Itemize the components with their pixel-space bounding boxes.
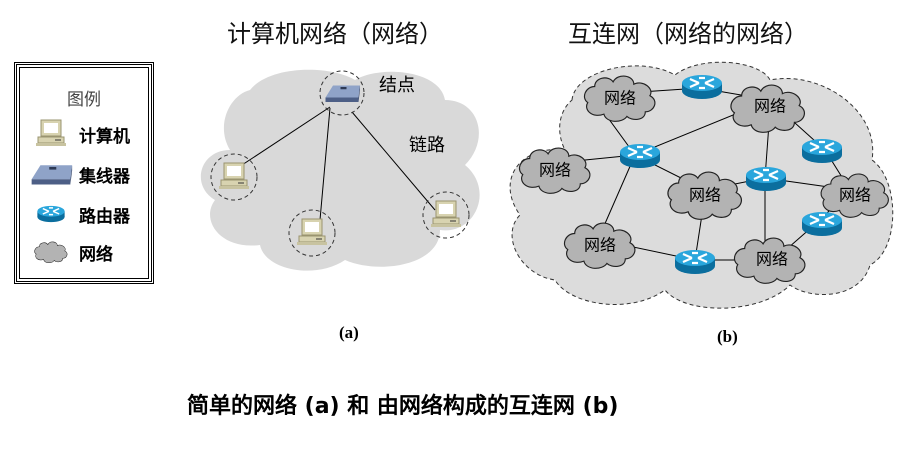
node-label: 结点	[379, 75, 415, 96]
legend-label: 集线器	[79, 166, 130, 187]
link-right	[351, 111, 436, 211]
legend-item-computer: 计算机	[29, 119, 130, 149]
hub-icon	[29, 159, 73, 189]
router-icon	[29, 199, 73, 229]
network-label: 网络	[839, 186, 871, 205]
legend-label: 路由器	[79, 206, 130, 227]
network-label: 网络	[604, 89, 636, 108]
hub-node	[319, 70, 365, 116]
router-icon	[618, 142, 662, 170]
network-label: 网络	[689, 186, 721, 205]
sublabel-a: (a)	[339, 323, 359, 342]
router-icon	[744, 165, 788, 193]
router-icon	[800, 210, 844, 238]
legend-item-router: 路由器	[29, 199, 130, 229]
computer-icon	[29, 119, 73, 149]
diagram-a: 结点 链路	[200, 69, 480, 271]
router-icon	[680, 73, 724, 101]
link-middle	[319, 107, 331, 221]
legend-label: 计算机	[79, 126, 130, 147]
network-label: 网络	[539, 161, 571, 180]
legend-item-hub: 集线器	[29, 159, 130, 189]
computer-right	[422, 191, 470, 239]
right-diagram-title: 互连网（网络的网络）	[568, 20, 808, 48]
network-label: 网络	[754, 97, 786, 116]
router-icon	[800, 137, 844, 165]
computer-left	[210, 153, 258, 201]
legend: 图例 计算机 集线器 路由器 网络	[14, 62, 154, 284]
left-diagram-title: 计算机网络（网络）	[227, 20, 443, 48]
computer-middle	[288, 209, 336, 257]
diagram-b: 网络 网络 网络 网络 网络 网络 网络	[509, 61, 894, 309]
link-left	[241, 106, 331, 166]
legend-label: 网络	[79, 244, 113, 265]
link-label: 链路	[409, 135, 445, 156]
cloud-icon	[29, 237, 73, 267]
network-cloud-background	[200, 69, 480, 271]
sublabel-b: (b)	[717, 327, 738, 346]
network-label: 网络	[584, 236, 616, 255]
network-label: 网络	[756, 250, 788, 269]
legend-item-network: 网络	[29, 237, 113, 267]
figure-caption: 简单的网络 (a) 和 由网络构成的互连网 (b)	[187, 394, 619, 419]
legend-title: 图例	[67, 90, 101, 110]
router-icon	[673, 248, 717, 276]
